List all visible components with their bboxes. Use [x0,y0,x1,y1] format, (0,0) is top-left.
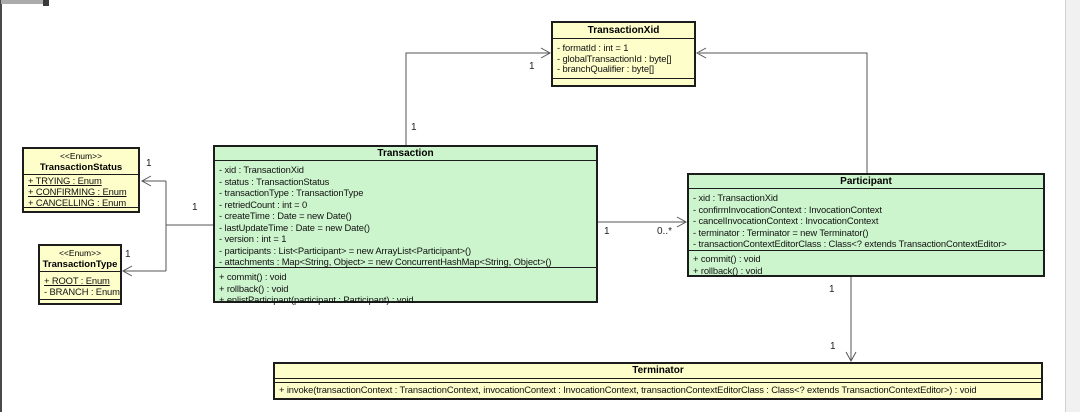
member-row: - transactionContextEditorClass : Class<… [693,238,1007,250]
class-title: <<Enum>> TransactionType [40,246,120,272]
member-row: + invoke(transactionContext : Transactio… [279,384,977,395]
member-row: + commit() : void [219,271,287,282]
arrowhead [695,47,707,59]
methods-compartment [40,300,120,303]
edge-transaction-xid [405,52,549,145]
edge-participant-xid [699,52,868,173]
member-row: - BRANCH : Enum [44,286,120,297]
class-title: Participant [689,175,1043,189]
multiplicity-label: 1 [146,158,152,169]
member-row: - formatId : int = 1 [557,42,629,53]
member-row: + commit() : void [693,253,761,264]
methods-compartment: + commit() : void+ rollback() : void [689,251,1043,276]
class-transaction[interactable]: Transaction - xid : TransactionXid- stat… [213,145,598,306]
window-left-border [0,0,2,412]
attributes-compartment: - xid : TransactionXid- confirmInvocatio… [689,189,1043,251]
class-terminator[interactable]: Terminator + invoke(transactionContext :… [273,362,1043,400]
member-row: - branchQualifier : byte[] [557,63,654,74]
class-transaction-type[interactable]: <<Enum>> TransactionType + ROOT : Enum- … [38,244,122,305]
member-row: - confirmInvocationContext : InvocationC… [693,203,882,215]
member-row: - globalTransactionId : byte[] [557,52,672,64]
arrowhead [121,265,133,277]
attributes-compartment: - formatId : int = 1- globalTransactionI… [553,39,694,79]
member-row: + enlistParticipant(participant : Partic… [219,294,414,305]
member-row: - xid : TransactionXid [693,192,778,203]
arrowhead [845,351,857,363]
multiplicity-label: 0..* [657,226,673,237]
methods-compartment [24,208,138,211]
multiplicity-label: 1 [125,249,131,260]
member-row: - status : TransactionStatus [219,175,330,187]
member-row: - retriedCount : int = 0 [219,198,308,210]
attributes-compartment: + ROOT : Enum- BRANCH : Enum [40,272,120,300]
member-row: + rollback() : void [219,282,289,294]
arrowhead [140,175,152,187]
member-row: - version : int = 1 [219,233,287,244]
methods-compartment: + invoke(transactionContext : Transactio… [275,383,1041,397]
horizontal-scrollbar-thumb[interactable] [43,0,49,6]
attributes-compartment [275,379,1041,383]
member-row: - xid : TransactionXid [219,164,304,175]
multiplicity-label: 1 [829,284,835,295]
member-row: - attachments : Map<String, Object> = ne… [219,256,552,267]
member-row: + CANCELLING : Enum [28,196,127,208]
member-row: - lastUpdateTime : Date = new Date() [219,221,370,233]
horizontal-scrollbar-track[interactable] [1,0,46,4]
methods-compartment [553,79,694,85]
stereotype-label: <<Enum>> [59,151,103,161]
member-row: - participants : List<Participant> = new… [219,244,471,256]
member-row: - terminator : Terminator = new Terminat… [693,226,869,238]
member-row: - cancelInvocationContext : InvocationCo… [693,215,879,227]
multiplicity-label: 1 [192,202,198,213]
member-row: + TRYING : Enum [28,175,102,186]
class-participant[interactable]: Participant - xid : TransactionXid- conf… [687,173,1045,277]
vertical-scrollbar[interactable] [1065,0,1080,412]
class-title: Terminator [275,364,1041,379]
attributes-compartment: + TRYING : Enum+ CONFIRMING : Enum+ CANC… [24,175,138,208]
class-title: <<Enum>> TransactionStatus [24,149,138,175]
methods-compartment: + commit() : void+ rollback() : void+ en… [215,268,596,306]
class-title: TransactionXid [553,23,694,39]
class-name: TransactionType [42,259,118,270]
arrowhead [540,47,552,59]
multiplicity-label: 1 [604,226,610,237]
member-row: + rollback() : void [693,264,763,276]
class-name: TransactionStatus [39,162,123,173]
member-row: - createTime : Date = new Date() [219,210,352,221]
class-transaction-status[interactable]: <<Enum>> TransactionStatus + TRYING : En… [22,147,140,213]
arrowhead [676,216,688,228]
multiplicity-label: 1 [529,61,535,72]
stereotype-label: <<Enum>> [58,248,102,258]
member-row: + CONFIRMING : Enum [28,185,127,197]
member-row: + ROOT : Enum [44,275,110,286]
member-row: - transactionType : TransactionType [219,187,364,198]
class-title: Transaction [215,147,596,161]
multiplicity-label: 1 [830,341,836,352]
multiplicity-label: 1 [411,122,417,133]
attributes-compartment: - xid : TransactionXid- status : Transac… [215,161,596,268]
class-transaction-xid[interactable]: TransactionXid - formatId : int = 1- glo… [551,21,696,87]
